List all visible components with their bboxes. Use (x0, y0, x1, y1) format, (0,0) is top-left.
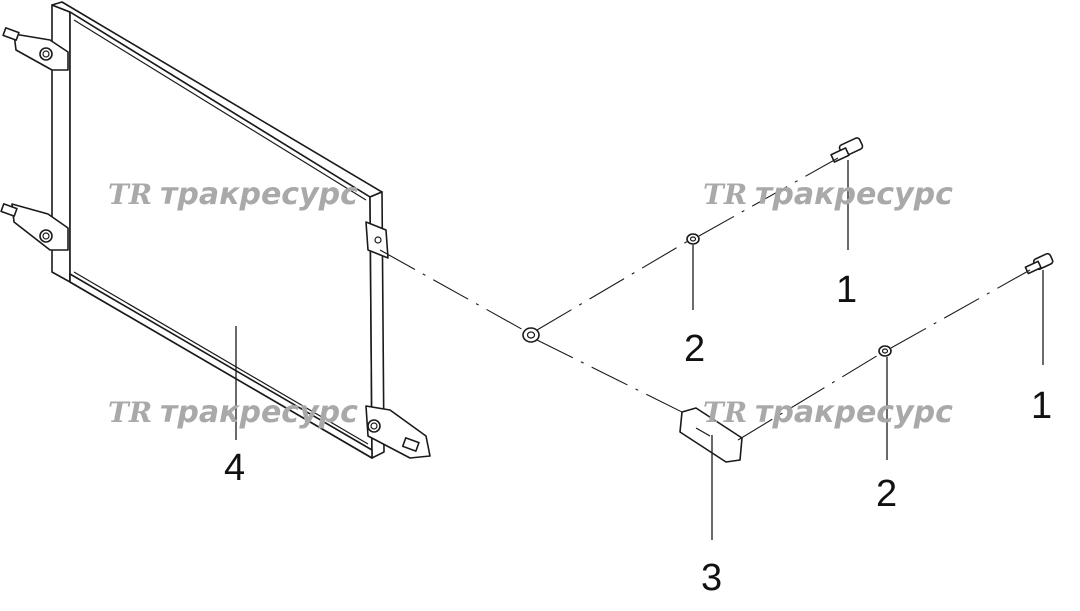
right-lower-mount-nut (367, 419, 381, 433)
leader-lines (235, 160, 1044, 540)
right-lower-mount-nut-hole (370, 422, 378, 430)
watermark-top-right: TR тракресурс (703, 177, 953, 212)
washer-upper-hole (689, 236, 697, 242)
right-upper-tab-plate (365, 221, 389, 259)
right-upper-tab (365, 221, 389, 259)
condenser-front-face (69, 11, 373, 459)
bracket-plate (679, 407, 743, 463)
watermark-bottom-right: TR тракресурс (703, 395, 953, 430)
spacer-nut-hole (526, 331, 536, 339)
left-upper-stud (2, 27, 20, 41)
bracket-plate-slot (695, 427, 711, 437)
condenser-top-fin-line (73, 19, 367, 201)
axis-tab-to-spacer (379, 249, 528, 333)
washer-upper-ring (686, 233, 700, 245)
bracket-plate-body (679, 407, 743, 463)
callout-bracket: 3 (701, 557, 722, 599)
right-lower-stud (401, 437, 420, 452)
watermark-bottom-left: TR тракресурс (108, 395, 358, 430)
watermark-brand: тракресурс (160, 395, 358, 430)
watermark-brand: тракресурс (755, 177, 953, 212)
spacer-nut-body (522, 327, 540, 343)
condenser-panel (51, 1, 385, 459)
left-upper-mount-nut (39, 47, 53, 61)
left-lower-mount-nut (39, 229, 53, 243)
bolt-upper (830, 137, 864, 163)
callouts: 1 1 2 2 3 4 (224, 269, 1052, 599)
left-upper-mount-nut-hole (42, 50, 50, 58)
condenser-bottom-fin-line (73, 271, 369, 445)
washer-upper (686, 233, 700, 245)
left-lower-stud (0, 203, 18, 217)
axis-spacer-to-washer-upper (536, 240, 689, 331)
watermark-logo: TR (703, 178, 747, 211)
callout-washer-upper: 2 (684, 328, 705, 370)
left-lower-mount (0, 203, 69, 251)
axis-spacer-to-bracket (536, 339, 691, 417)
watermark-logo: TR (703, 396, 747, 429)
left-lower-mount-nut-hole (42, 232, 50, 240)
watermark-brand: тракресурс (755, 395, 953, 430)
washer-lower (878, 345, 892, 357)
washer-lower-ring (878, 345, 892, 357)
assembly-axes (379, 157, 1031, 441)
watermark-brand: тракресурс (160, 177, 358, 212)
callout-bolt-lower: 1 (1031, 385, 1052, 427)
watermark-logo: TR (108, 396, 152, 429)
right-upper-tab-hole (374, 236, 382, 244)
left-upper-mount (2, 27, 69, 71)
axis-washer-to-bolt-upper (698, 157, 839, 237)
washer-lower-hole (881, 348, 889, 354)
callout-condenser: 4 (224, 447, 245, 489)
axis-washer-to-bolt-lower (890, 269, 1031, 349)
spacer-nut (522, 327, 540, 343)
callout-bolt-upper: 1 (836, 269, 857, 311)
right-lower-mount (365, 405, 431, 459)
watermark-logo: TR (108, 178, 152, 211)
condenser-right-rail (369, 191, 385, 459)
bolt-upper-shank (830, 147, 850, 163)
watermark-top-left: TR тракресурс (108, 177, 358, 212)
left-lower-mount-plate (11, 203, 69, 251)
axis-bracket-to-washer-lower (737, 353, 881, 441)
condenser-bottom-rail (69, 273, 373, 459)
callout-washer-lower: 2 (876, 473, 897, 515)
